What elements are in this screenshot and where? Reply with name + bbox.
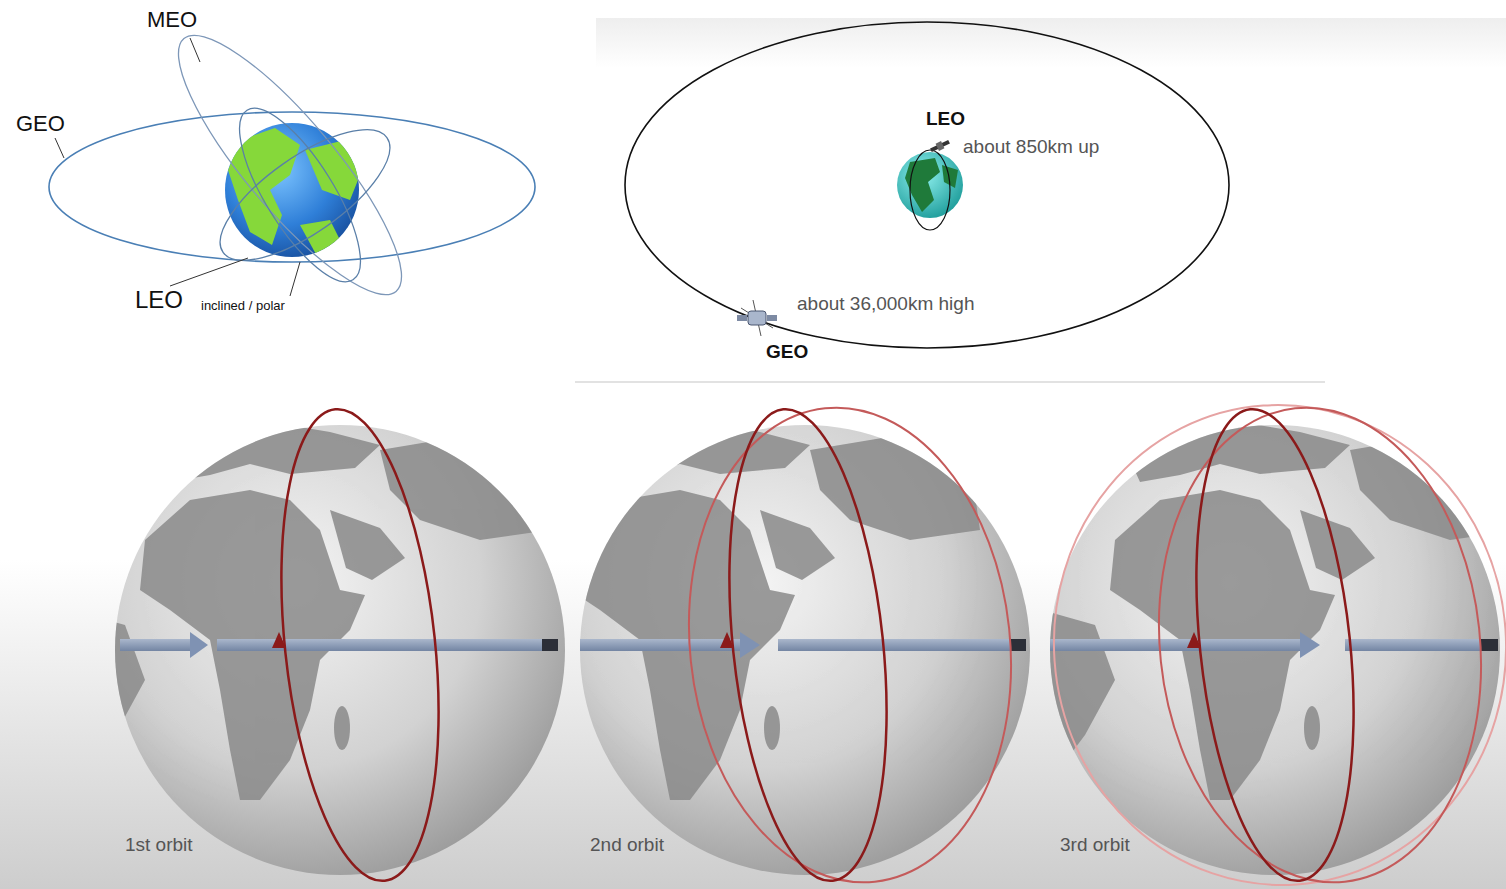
orbit-name: GEO: [16, 112, 65, 136]
continents: [1040, 422, 1506, 800]
step-caption: 2nd orbit: [590, 835, 664, 856]
continents: [70, 422, 550, 800]
orbit-types-figure: [49, 10, 535, 321]
rotation-bar: [1345, 639, 1480, 651]
altitude-figure: [575, 18, 1506, 382]
orbit-3: [1176, 401, 1375, 888]
rotation-arrow-head: [190, 632, 208, 658]
rotation-bar-end: [1010, 639, 1026, 651]
orbit-name: LEO: [926, 109, 965, 130]
rotation-bar-end: [1480, 639, 1498, 651]
orbit-1: [261, 401, 460, 888]
leo-satellite: [929, 138, 951, 154]
leo-orbit-polar: [218, 92, 382, 298]
rotation-arrow: [120, 639, 190, 651]
orbit-name: MEO: [147, 8, 197, 32]
orbit-direction: [720, 632, 734, 648]
step-caption: 3rd orbit: [1060, 835, 1130, 856]
rotation-bar: [217, 639, 542, 651]
rotation-bar: [778, 639, 1010, 651]
geo-orbit: [625, 22, 1229, 348]
leader-line: [170, 258, 248, 286]
orbit-1: [666, 392, 1034, 889]
step-caption: 1st orbit: [125, 835, 193, 856]
geo-satellite: [737, 300, 777, 336]
rotation-arrow: [580, 639, 740, 651]
rotation-bar-end: [542, 639, 558, 651]
altitude-note: about 850km up: [963, 137, 1099, 158]
orbit-subscript: inclined / polar: [201, 299, 285, 313]
separator: [575, 381, 1325, 383]
orbit-direction: [1187, 632, 1201, 648]
orbit-2: [1136, 392, 1504, 889]
geo-orbit: [49, 112, 535, 262]
rotation-arrow-head: [1300, 632, 1320, 658]
orbit-name: GEO: [766, 342, 808, 363]
earth: [897, 152, 963, 218]
orbit-2: [709, 401, 908, 888]
altitude-note: about 36,000km high: [797, 294, 974, 315]
rotation-arrow: [1050, 639, 1300, 651]
orbit-direction: [272, 632, 286, 648]
orbit-name: LEO: [135, 287, 183, 313]
leader-line: [55, 138, 64, 158]
leader-line: [190, 38, 200, 62]
orbit-1: [1038, 390, 1506, 889]
leo-orbit: [910, 150, 950, 230]
meo-orbit: [149, 10, 430, 321]
rotation-arrow-head: [740, 632, 760, 658]
globe-1: [70, 401, 565, 888]
globe-2: [500, 392, 1034, 889]
globe-3: [1038, 390, 1506, 889]
leader-line: [290, 262, 300, 296]
